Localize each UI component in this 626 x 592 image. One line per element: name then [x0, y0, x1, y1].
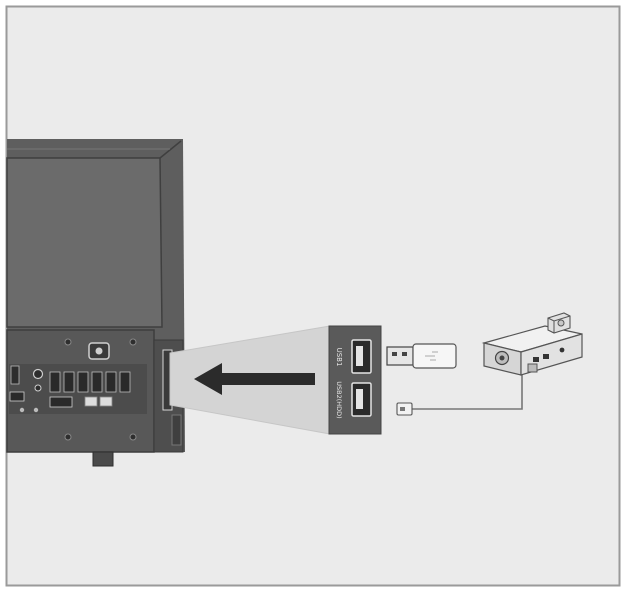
tv-rear-panel: [6, 157, 163, 328]
arrow-left-icon: [194, 363, 315, 395]
external-hdd-icon: [481, 312, 583, 376]
tv-hdmi-port-5: [105, 371, 117, 393]
tv-hdmi-port-2: [63, 371, 75, 393]
tv-hdmi-port-1: [49, 371, 61, 393]
tv-hdmi-port-4: [91, 371, 103, 393]
tv-antenna-port: [10, 365, 20, 385]
usb-port-panel: USB1 USB2(HDD): [328, 325, 382, 435]
tv-stand-foot: [92, 451, 114, 467]
tv-hdmi-port-6: [119, 371, 131, 393]
tv-back: [6, 139, 185, 467]
usb1-label: USB1: [335, 348, 343, 367]
usb2-label: USB2(HDD): [335, 381, 343, 418]
tv-hdmi-port-3: [77, 371, 89, 393]
usb-stick-icon: [386, 343, 457, 369]
usb-plug-icon: [396, 402, 413, 416]
